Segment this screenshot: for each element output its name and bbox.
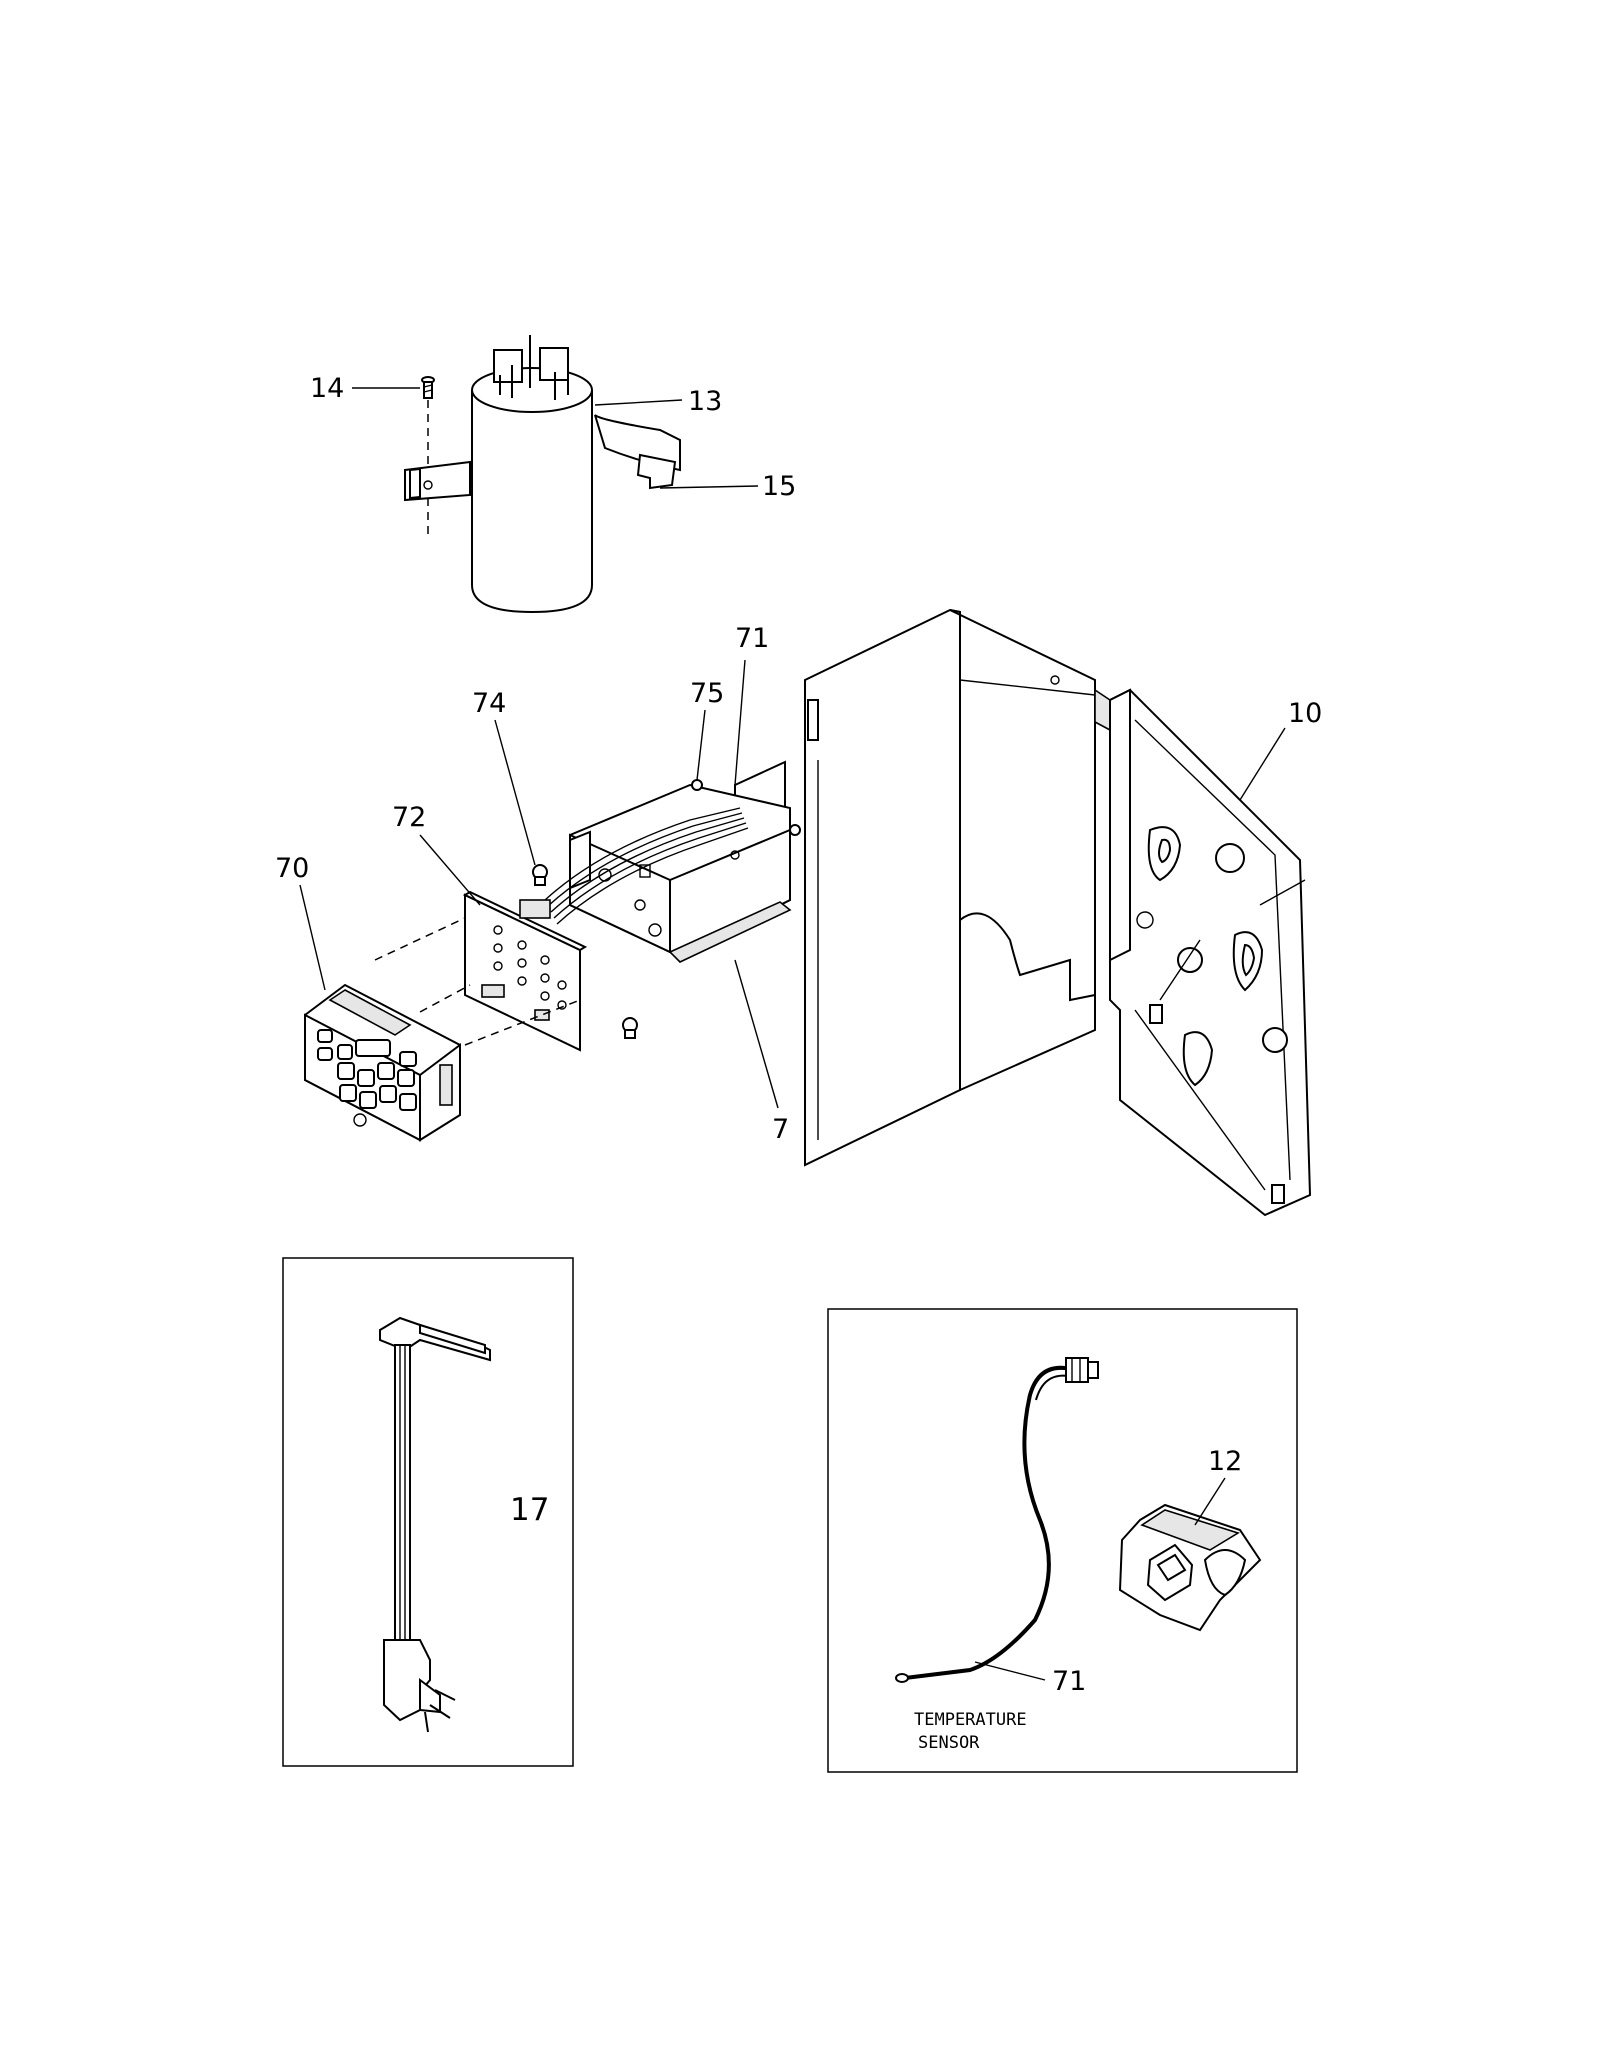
control-box-part-7 [544, 760, 801, 963]
control-panel-part-70 [304, 917, 581, 1142]
callout-70: 70 [275, 853, 309, 884]
side-cover-part-10 [804, 608, 1312, 1217]
sensor-inset-box [827, 1308, 1298, 1773]
callout-13: 13 [688, 386, 722, 417]
sensor-mount-part-12 [1118, 1503, 1262, 1632]
sensor-label-line1: TEMPERATURE [914, 1710, 1027, 1730]
callout-72: 72 [392, 802, 426, 833]
board-components [481, 899, 567, 1021]
cover-cutouts [1136, 826, 1306, 1204]
callout-71-top: 71 [735, 623, 769, 654]
screw-part-14 [421, 376, 435, 540]
capacitor-assembly [404, 335, 681, 614]
callout-17: 17 [510, 1492, 549, 1528]
screw-part-74 [532, 864, 638, 1039]
sensor-label-line2: SENSOR [918, 1733, 980, 1753]
capacitor-part-13 [471, 335, 593, 614]
power-cord-part-17 [379, 1316, 491, 1733]
power-cord-inset-box [282, 1257, 574, 1767]
callout-15: 15 [762, 471, 796, 502]
callout-labels: 14 13 15 71 75 74 72 70 7 10 17 12 71 TE… [275, 373, 1322, 1753]
callout-7: 7 [772, 1114, 789, 1145]
circuit-board-part-72 [462, 864, 638, 1052]
callout-10: 10 [1288, 698, 1322, 729]
temperature-sensor-part-71 [895, 1357, 1099, 1683]
wiring-harness [544, 807, 749, 925]
leader-lines [299, 387, 1286, 1681]
callout-71-sensor: 71 [1052, 1666, 1086, 1697]
keypad-buttons [317, 1029, 417, 1127]
callout-14: 14 [310, 373, 344, 404]
callout-12: 12 [1208, 1446, 1242, 1477]
callout-74: 74 [472, 688, 506, 719]
callout-75: 75 [690, 678, 724, 709]
strap-part-15 [404, 414, 681, 502]
